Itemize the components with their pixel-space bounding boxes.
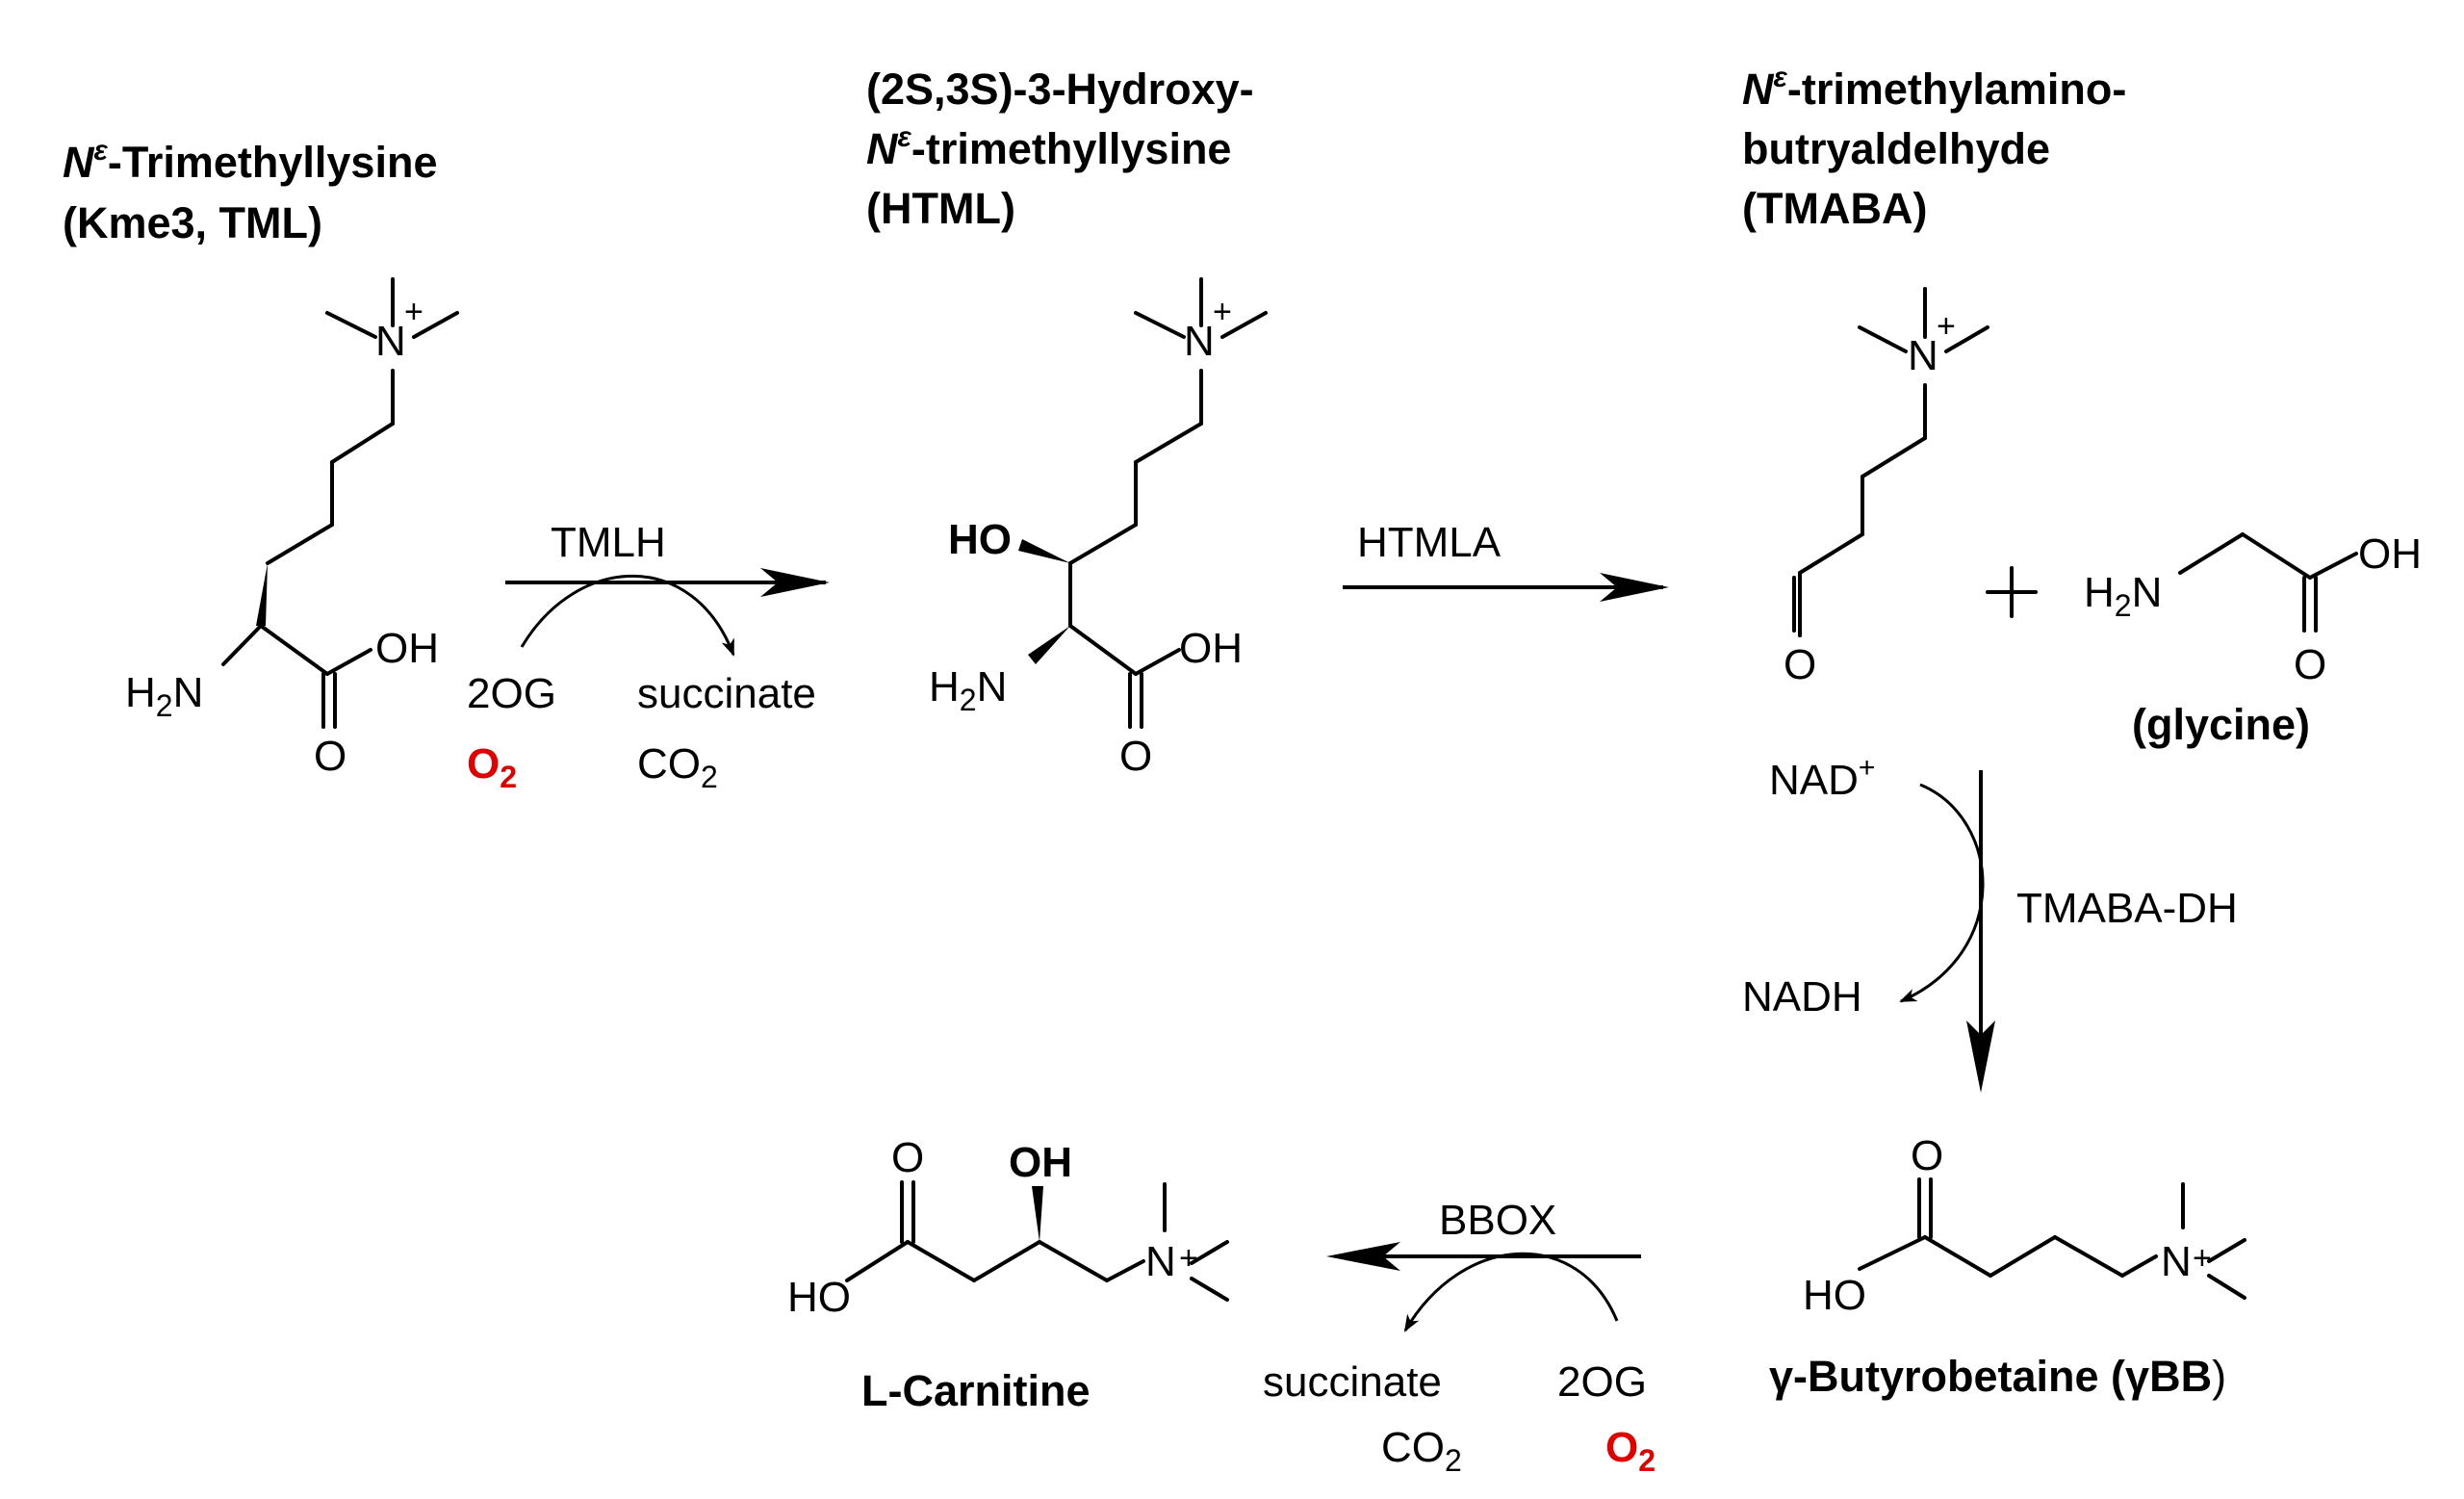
bbox-co2: CO2 (1381, 1424, 1462, 1478)
tml-nh2: H2N (125, 669, 203, 723)
html-name-line2: Nε-trimethyllysine (866, 121, 1231, 173)
compound-glycine: H2N OH O (glycine) (2084, 530, 2422, 749)
tmaba-name-line2: butryaldelhyde (1742, 124, 2050, 173)
compound-tmaba: Nε-trimethylamino- butryaldelhyde (TMABA… (1742, 62, 2126, 688)
gbb-structure: HO O N + (1803, 1132, 2246, 1319)
tml-oh: OH (375, 625, 439, 672)
tmaba-dh-arrowhead (1966, 1021, 1995, 1093)
compound-carnitine: HO O OH N + L-Carnitine (787, 1134, 1229, 1415)
glycine-oh: OH (2358, 530, 2422, 578)
tml-n-atom: N (375, 318, 406, 365)
glycine-structure: H2N OH O (2084, 530, 2422, 688)
html-abbr: (HTML) (866, 184, 1015, 233)
bbox-2og: 2OG (1557, 1358, 1647, 1406)
html-ho: HO (948, 516, 1012, 563)
nadh: NADH (1742, 973, 1862, 1021)
tmaba-dh-cofactor-arc (1899, 783, 1985, 1003)
plus-sign (1986, 566, 2038, 618)
tmaba-name-line1: Nε-trimethylamino- (1742, 62, 2126, 114)
glycine-o: O (2294, 641, 2326, 688)
bbox-arrowhead (1326, 1242, 1400, 1271)
bbox-o2: O2 (1605, 1424, 1656, 1478)
glycine-nh2: H2N (2084, 569, 2162, 623)
html-oh: OH (1179, 625, 1243, 672)
tml-n-charge: + (404, 294, 424, 330)
nad: NAD+ (1769, 752, 1875, 804)
enzyme-tmaba-dh: TMABA-DH (2016, 885, 2238, 932)
compound-tml: Nε-Trimethyllysine (Kme3, TML) N + H2N O… (63, 135, 459, 780)
bbox-cofactor-arc (1403, 1252, 1619, 1332)
htmla-arrowhead (1600, 573, 1669, 602)
html-name-line1: (2S,3S)-3-Hydroxy- (866, 65, 1254, 114)
gbb-ho: HO (1803, 1272, 1866, 1319)
tml-structure: N + H2N OH O (125, 277, 459, 780)
enzyme-htmla: HTMLA (1357, 519, 1502, 566)
compound-gbb: HO O N + γ-Butyrobetaine (γBB) (1769, 1132, 2246, 1401)
html-structure: N + HO H2N OH O (929, 277, 1268, 780)
tml-abbr: (Kme3, TML) (63, 198, 322, 247)
tmaba-n-atom: N (1908, 332, 1938, 379)
tmaba-n-charge: + (1937, 308, 1956, 345)
carnitine-n-charge: + (1179, 1240, 1198, 1277)
bbox-succinate: succinate (1263, 1358, 1442, 1406)
gbb-n-atom: N (2161, 1238, 2192, 1285)
tmlh-co2: CO2 (637, 740, 718, 794)
glycine-name: (glycine) (2132, 700, 2310, 749)
carnitine-name: L-Carnitine (861, 1366, 1091, 1415)
html-n-atom: N (1184, 318, 1215, 365)
tmaba-structure: N + O (1784, 287, 1989, 688)
tml-name: Nε-Trimethyllysine (63, 135, 437, 187)
reaction-tmaba-dh: NAD+ TMABA-DH NADH (1742, 752, 2238, 1093)
reaction-htmla: HTMLA (1343, 519, 1669, 602)
carnitine-structure: HO O OH N + (787, 1134, 1229, 1321)
reaction-bbox: BBOX succinate CO2 2OG O2 (1263, 1197, 1656, 1478)
carnitine-ho: HO (787, 1274, 851, 1321)
html-nh2: H2N (929, 663, 1007, 717)
enzyme-tmlh: TMLH (551, 519, 666, 566)
carnitine-oh: OH (1009, 1139, 1072, 1186)
tmaba-o: O (1784, 641, 1816, 688)
tmlh-o2: O2 (467, 740, 517, 794)
tmlh-2og: 2OG (467, 670, 556, 717)
compound-html: (2S,3S)-3-Hydroxy- Nε-trimethyllysine (H… (866, 65, 1268, 780)
tmlh-arrowhead (760, 568, 830, 597)
html-n-charge: + (1213, 294, 1232, 330)
carnitine-o: O (891, 1134, 924, 1181)
tml-o: O (314, 733, 346, 780)
tmaba-abbr: (TMABA) (1742, 184, 1927, 233)
tmlh-cofactor-arc (520, 575, 735, 657)
tmlh-succinate: succinate (637, 670, 816, 717)
gbb-name: γ-Butyrobetaine (γBB) (1769, 1352, 2226, 1401)
gbb-o: O (1911, 1132, 1943, 1179)
html-o: O (1119, 733, 1152, 780)
reaction-tmlh: TMLH 2OG O2 succinate CO2 (467, 519, 830, 794)
gbb-n-charge: + (2193, 1240, 2212, 1277)
enzyme-bbox: BBOX (1439, 1197, 1556, 1244)
carnitine-n-atom: N (1145, 1238, 1176, 1285)
